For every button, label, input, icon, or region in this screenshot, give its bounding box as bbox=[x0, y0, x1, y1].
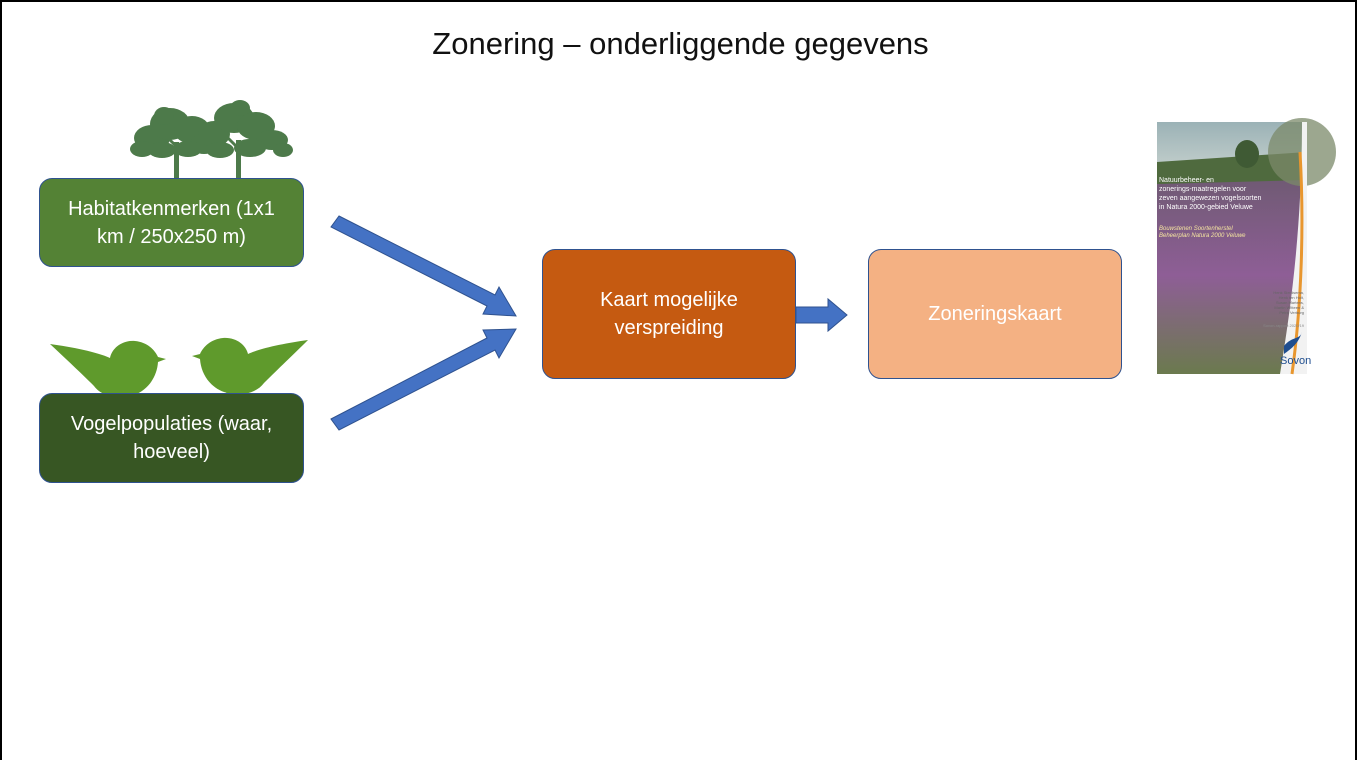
cover-report-number: Sovon-rapport 2020/19 bbox=[1263, 323, 1305, 328]
bird-population-label: Vogelpopulaties (waar, hoeveel) bbox=[70, 413, 273, 463]
zoning-map-label: Zoneringskaart bbox=[928, 303, 1062, 325]
distribution-map-label: Kaart mogelijke verspreiding bbox=[600, 289, 738, 339]
bird-icon bbox=[50, 337, 308, 405]
cover-authors: Henk Sierdsema,Henk ten Holt,Susan Marte… bbox=[1273, 290, 1304, 315]
tree-icon bbox=[130, 100, 293, 180]
habitat-label: Habitatkenmerken (1x1 km / 250x250 m) bbox=[68, 197, 275, 248]
arrow-right-icon bbox=[330, 215, 517, 317]
zoning-map-box: Zoneringskaart bbox=[868, 249, 1122, 379]
sovon-logo: Sovon bbox=[1280, 355, 1311, 367]
habitat-box: Habitatkenmerken (1x1 km / 250x250 m) bbox=[39, 178, 304, 267]
bird-population-box: Vogelpopulaties (waar, hoeveel) bbox=[39, 393, 304, 483]
distribution-map-box: Kaart mogelijke verspreiding bbox=[542, 249, 796, 379]
arrow-right-icon bbox=[330, 328, 517, 431]
slide-title: Zonering – onderliggende gegevens bbox=[432, 26, 929, 61]
arrow-right-icon bbox=[795, 297, 848, 333]
